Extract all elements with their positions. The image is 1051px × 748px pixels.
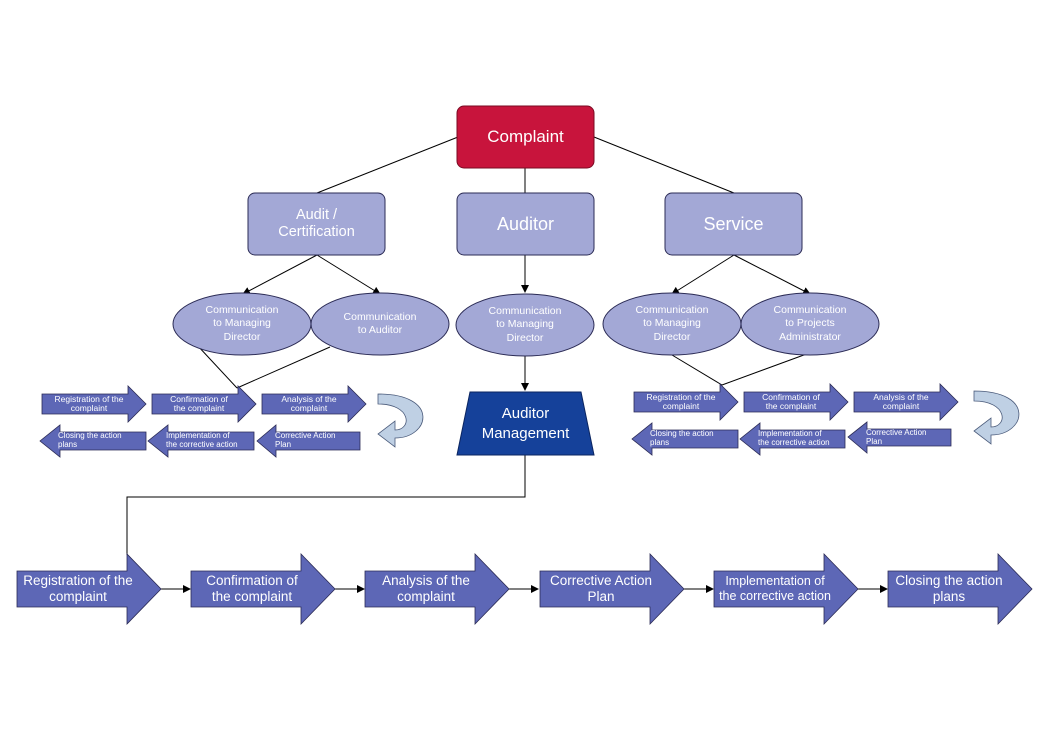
- left-process-arrow-1: [41, 385, 147, 423]
- complaint-label: Complaint: [487, 127, 564, 147]
- right-process-arrow-2: [743, 383, 849, 421]
- right-process-arrow-1: [633, 383, 739, 421]
- complaint-box: [456, 105, 595, 169]
- left-process-arrow-4: [39, 424, 147, 458]
- connector-service-md: [671, 254, 735, 295]
- connector-service-admin: [733, 254, 811, 295]
- left-process-label-4: Closing the action plans: [58, 431, 122, 449]
- audit-comm-auditor-ellipse: [310, 292, 450, 356]
- left-process-label-5: Implementation of the corrective action: [166, 431, 238, 449]
- auditor-comm-md-ellipse: [455, 293, 595, 357]
- connector-right-md-process: [671, 354, 723, 386]
- auditor-management-shape: [456, 391, 595, 456]
- left-curved-arrow: [377, 393, 424, 448]
- audit-certification-label: Audit / Certification: [278, 207, 355, 240]
- connector-audit-auditor: [316, 254, 381, 295]
- left-process-label-3: Analysis of the complaint: [281, 393, 337, 413]
- audit-comm-md-label: Communication to Managing Director: [205, 304, 279, 343]
- auditor-box: [456, 192, 595, 256]
- bottom-process-label-6: Closing the action plans: [895, 572, 1003, 604]
- right-process-arrow-3: [853, 383, 959, 421]
- connector-right-admin-process: [721, 351, 813, 386]
- bottom-process-label-3: Analysis of the complaint: [382, 572, 470, 604]
- bottom-arrow-2: [190, 553, 336, 625]
- bottom-arrow-5: [713, 553, 859, 625]
- audit-comm-auditor-label: Communication to Auditor: [343, 310, 417, 336]
- left-process-arrow-6: [256, 424, 361, 458]
- right-process-arrow-5: [739, 422, 846, 456]
- left-process-arrow-3: [261, 385, 367, 423]
- service-comm-admin-ellipse: [740, 292, 880, 356]
- right-process-label-3: Analysis of the complaint: [873, 391, 929, 411]
- bottom-arrow-6: [887, 553, 1033, 625]
- bottom-arrow-4: [539, 553, 685, 625]
- right-process-arrow-4: [631, 422, 739, 456]
- service-comm-md-label: Communication to Managing Director: [635, 304, 709, 343]
- connector-complaint-audit: [316, 136, 459, 194]
- service-box: [664, 192, 803, 256]
- left-process-label-2: Confirmation of the complaint: [170, 393, 228, 413]
- connector-complaint-service: [593, 136, 735, 194]
- right-curved-arrow: [973, 390, 1020, 445]
- auditor-comm-md-label: Communication to Managing Director: [488, 305, 562, 344]
- right-process-label-5: Implementation of the corrective action: [758, 429, 830, 447]
- right-process-label-4: Closing the action plans: [650, 429, 714, 447]
- service-comm-admin-label: Communication to Projects Administrator: [773, 304, 847, 343]
- right-process-label-2: Confirmation of the complaint: [762, 391, 820, 411]
- connector-left-md-process: [196, 344, 238, 389]
- bottom-process-label-5: Implementation of the corrective action: [719, 574, 831, 603]
- connector-management-bottom: [126, 455, 526, 555]
- connector-audit-md: [242, 254, 318, 295]
- left-process-label-1: Registration of the complaint: [54, 393, 124, 413]
- right-process-arrow-6: [847, 421, 952, 454]
- auditor-management-label: Auditor Management: [481, 405, 570, 442]
- service-label: Service: [703, 213, 764, 234]
- left-process-arrow-5: [147, 424, 255, 458]
- bottom-arrow-1: [16, 553, 162, 625]
- right-process-label-6: Corrective Action Plan: [866, 427, 927, 446]
- left-process-label-6: Corrective Action Plan: [275, 431, 336, 449]
- bottom-arrow-3: [364, 553, 510, 625]
- bottom-process-label-2: Confirmation of the complaint: [206, 572, 298, 604]
- auditor-label: Auditor: [496, 213, 555, 234]
- bottom-process-label-1: Registration of the complaint: [23, 572, 133, 604]
- right-process-label-1: Registration of the complaint: [646, 391, 716, 411]
- bottom-process-label-4: Corrective Action Plan: [549, 572, 653, 604]
- connector-left-auditor-process: [236, 346, 331, 389]
- left-process-arrow-2: [151, 385, 257, 423]
- audit-certification-box: [247, 192, 386, 256]
